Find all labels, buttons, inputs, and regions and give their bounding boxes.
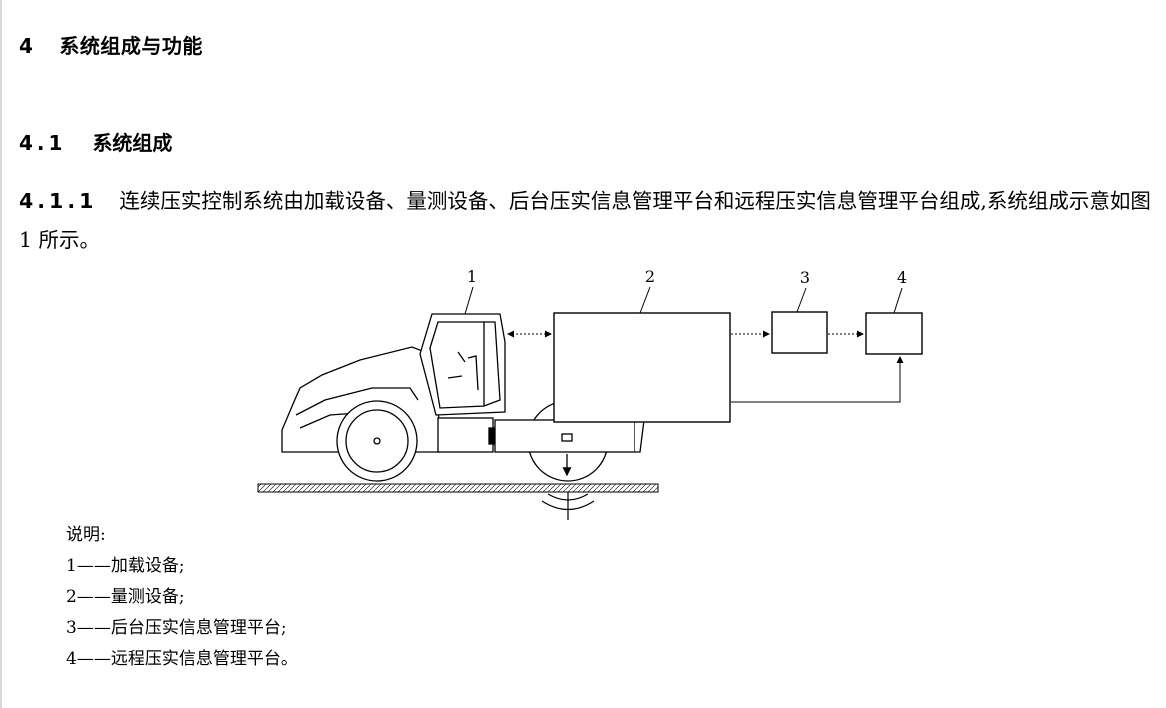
legend-item-text: 量测设备;	[110, 587, 185, 607]
legend-heading: 说明:	[66, 525, 106, 545]
legend-item-text: 远程压实信息管理平台。	[110, 649, 298, 669]
leader-lines	[464, 286, 903, 315]
legend-item-number: 4	[66, 649, 77, 669]
remote-platform-box	[865, 312, 923, 355]
callout-2: 2	[645, 267, 655, 286]
subsection-title: 系统组成	[92, 131, 173, 155]
callout-3: 3	[800, 268, 810, 287]
legend-item-text: 加载设备;	[110, 556, 185, 576]
legend-item-number: 2	[66, 587, 77, 607]
legend-item-separator: ——	[76, 618, 111, 638]
section-title: 系统组成与功能	[59, 34, 203, 58]
legend-item: 3——后台压实信息管理平台;	[66, 613, 298, 644]
clause-text: 连续压实控制系统由加载设备、量测设备、后台压实信息管理平台和远程压实信息管理平台…	[19, 189, 1151, 252]
subsection-number: 4.1	[19, 131, 67, 155]
legend-item-number: 1	[66, 556, 77, 576]
legend-item-separator: ——	[76, 587, 111, 607]
vibration-waves	[541, 492, 595, 520]
legend-item-separator: ——	[76, 556, 111, 576]
figure-legend: 说明: 1——加载设备; 2——量测设备; 3——后台压实信息管理平台; 4——…	[66, 520, 298, 675]
callout-4: 4	[897, 268, 907, 287]
measurement-box	[553, 312, 731, 423]
legend-item: 2——量测设备;	[66, 582, 298, 613]
callout-1: 1	[467, 267, 477, 286]
legend-item-number: 3	[66, 618, 77, 638]
legend-item-separator: ——	[76, 649, 111, 669]
page-margin-rule	[0, 0, 2, 708]
connection-arrows	[507, 330, 904, 403]
backend-platform-box	[771, 311, 828, 354]
roller-machine	[281, 313, 645, 482]
legend-item: 4——远程压实信息管理平台。	[66, 644, 298, 675]
system-composition-figure: 1 2 3 4	[257, 267, 923, 520]
subsection-heading: 4.1 系统组成	[19, 127, 172, 156]
ground-layer	[257, 483, 659, 493]
section-number: 4	[19, 34, 34, 58]
clause-number: 4.1.1	[19, 189, 98, 213]
legend-item-text: 后台压实信息管理平台;	[110, 618, 287, 638]
legend-item: 1——加载设备;	[66, 551, 298, 582]
section-heading: 4 系统组成与功能	[19, 30, 203, 59]
